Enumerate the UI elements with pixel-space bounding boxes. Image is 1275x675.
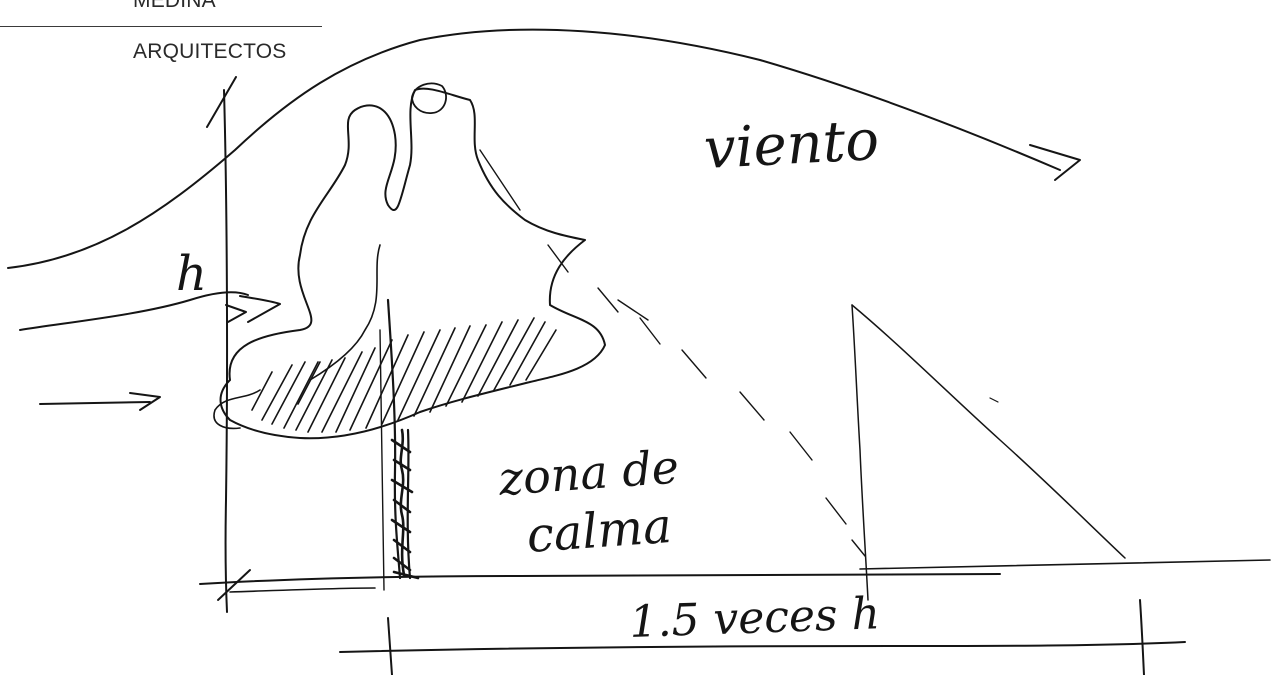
height-reference-line bbox=[223, 89, 229, 613]
label-calm-zone-line2: calma bbox=[525, 498, 674, 564]
ground-extension bbox=[229, 587, 376, 593]
tree-canopy-inner bbox=[213, 244, 381, 430]
tree-trunk bbox=[386, 298, 402, 580]
letterhead: MEDINA ARQUITECTOS bbox=[0, 0, 330, 80]
calm-zone-dash bbox=[989, 397, 999, 403]
wind-arrow-upper bbox=[19, 291, 249, 331]
wind-arrowhead bbox=[1029, 144, 1081, 181]
trunk-texture bbox=[390, 428, 420, 580]
dimension-tick-left bbox=[387, 617, 393, 675]
height-top-tick bbox=[206, 76, 237, 128]
wind-arc bbox=[7, 28, 1061, 269]
tree-crown-loop bbox=[411, 82, 447, 114]
wind-arrow-upper-head bbox=[239, 295, 281, 323]
leeward-dashed-line bbox=[479, 149, 866, 557]
letterhead-firm: ARQUITECTOS bbox=[133, 40, 287, 63]
handwriting: viento h zona de calma 1.5 veces h bbox=[176, 108, 881, 648]
ground-line-right bbox=[859, 559, 1271, 570]
label-wind: viento bbox=[702, 108, 880, 182]
wind-arrow-middle bbox=[225, 304, 247, 323]
letterhead-rule bbox=[0, 26, 322, 27]
dimension-tick-right bbox=[1139, 599, 1145, 675]
label-height: h bbox=[176, 246, 207, 302]
label-calm-zone-line1: zona de bbox=[496, 440, 681, 507]
tree-axis-line bbox=[379, 329, 385, 591]
tree-canopy bbox=[219, 87, 606, 440]
canopy-hatching bbox=[251, 317, 557, 433]
ground-tick-left bbox=[217, 569, 251, 601]
calm-zone-triangle-right bbox=[851, 304, 1126, 559]
wind-arrow-lower bbox=[39, 401, 151, 405]
letterhead-name: MEDINA bbox=[133, 0, 216, 12]
dimension-line bbox=[339, 641, 1186, 653]
tree-trunk-right bbox=[406, 428, 412, 580]
label-distance: 1.5 veces h bbox=[629, 588, 881, 648]
canopy-dashed-tail bbox=[617, 299, 649, 321]
calm-zone-triangle-left bbox=[851, 304, 869, 601]
ground-line bbox=[199, 573, 1001, 585]
wind-arrow-lower-head bbox=[129, 392, 161, 411]
